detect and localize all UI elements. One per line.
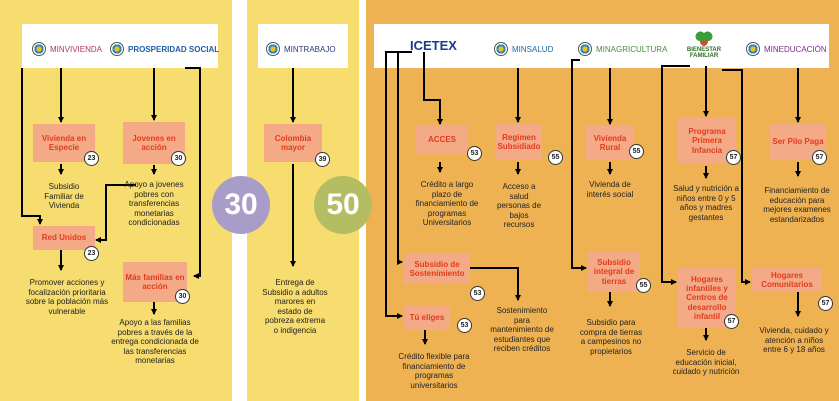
- program-desc-colombia-mayor: Entrega de Subsidio a adultos marores en…: [262, 278, 328, 335]
- program-desc-hogares-infantiles: Servicio de educación inicial, cuidado y…: [672, 348, 740, 377]
- seal-icon: [494, 42, 508, 56]
- program-desc-subsidio-tierras: Subsidio para compra de tierras a campes…: [579, 318, 643, 356]
- program-box-hogares-infantiles: Hogares infantiles y Centros de desarrol…: [678, 268, 736, 328]
- program-box-tu-eliges: Tú eliges: [404, 306, 450, 330]
- page-badge: 55: [636, 278, 651, 293]
- bienestar-icon: [695, 30, 713, 46]
- program-desc-subsidio-sostenimiento: Sostenimiento para mantenimiento de estu…: [490, 306, 554, 354]
- program-box-vivienda-rural: Vivienda Rural: [586, 126, 634, 160]
- seal-icon: [110, 42, 124, 56]
- program-desc-regimen-subsidiado: Acceso a salud personas de bajos recurso…: [496, 182, 542, 230]
- page-badge: 57: [818, 296, 833, 311]
- program-desc-jovenes-accion: Apoyo a jovenes pobres con transferencia…: [124, 180, 184, 228]
- logo-icetex: ICETEX: [410, 38, 457, 53]
- program-desc-vivienda-rural: Vivienda de interés social: [586, 180, 634, 199]
- logo-mineducacion: MINEDUCACIÓN: [746, 42, 827, 56]
- big-number-circle: 50: [314, 176, 372, 234]
- program-desc-mas-familias: Apoyo a las familias pobres a través de …: [111, 318, 199, 366]
- big-number-circle: 30: [212, 176, 270, 234]
- logo-bienestar-familiar: BIENESTAR FAMILIAR: [684, 30, 724, 60]
- program-desc-vivienda-especie: Subsidio Familiar de Vivienda: [44, 182, 84, 211]
- page-badge: 39: [315, 152, 330, 167]
- logo-minvivienda: MINVIVIENDA: [32, 42, 102, 56]
- program-desc-red-unidos: Promover acciones y focalización priorit…: [25, 278, 109, 316]
- seal-icon: [578, 42, 592, 56]
- seal-icon: [266, 42, 280, 56]
- program-box-red-unidos: Red Unidos: [33, 226, 95, 250]
- program-box-subsidio-tierras: Subsidio integral de tierras: [588, 252, 640, 292]
- page-badge: 53: [470, 286, 485, 301]
- program-box-colombia-mayor: Colombia mayor: [264, 124, 322, 162]
- page-badge: 57: [726, 150, 741, 165]
- program-desc-tu-eliges: Crédito flexible para financiamiento de …: [398, 352, 470, 390]
- logo-prosperidad-social: PROSPERIDAD SOCIAL: [110, 42, 219, 56]
- program-desc-primera-infancia: Salud y nutrición a niños entre 0 y 5 añ…: [673, 184, 739, 222]
- page-badge: 53: [457, 318, 472, 333]
- page-badge: 57: [812, 150, 827, 165]
- program-box-regimen-subsidiado: Regimen Subsidiado: [496, 124, 542, 160]
- program-desc-hogares-comunitarios: Vivienda, cuidado y atención a niños ent…: [759, 326, 829, 355]
- logo-minagricultura: MINAGRICULTURA: [578, 42, 667, 56]
- logo-minsalud: MINSALUD: [494, 42, 553, 56]
- page-badge: 30: [171, 151, 186, 166]
- program-desc-ser-pilo-paga: Financiamiento de educación para mejores…: [763, 186, 831, 224]
- page-badge: 23: [84, 246, 99, 261]
- page-badge: 57: [724, 314, 739, 329]
- program-box-vivienda-especie: Vivienda en Especie: [33, 124, 95, 162]
- program-box-acces: ACCES: [416, 126, 468, 154]
- page-badge: 23: [84, 151, 99, 166]
- program-box-subsidio-sostenimiento: Subsidio de Sostenimiento: [404, 254, 470, 284]
- page-badge: 55: [629, 144, 644, 159]
- program-box-hogares-comunitarios: Hogares Comunitarios: [752, 268, 822, 292]
- seal-icon: [746, 42, 760, 56]
- page-badge: 30: [175, 289, 190, 304]
- page-badge: 55: [548, 150, 563, 165]
- program-desc-acces: Crédito a largo plazo de financiamiento …: [415, 180, 479, 228]
- seal-icon: [32, 42, 46, 56]
- page-badge: 53: [467, 146, 482, 161]
- logo-mintrabajo: MINTRABAJO: [266, 42, 336, 56]
